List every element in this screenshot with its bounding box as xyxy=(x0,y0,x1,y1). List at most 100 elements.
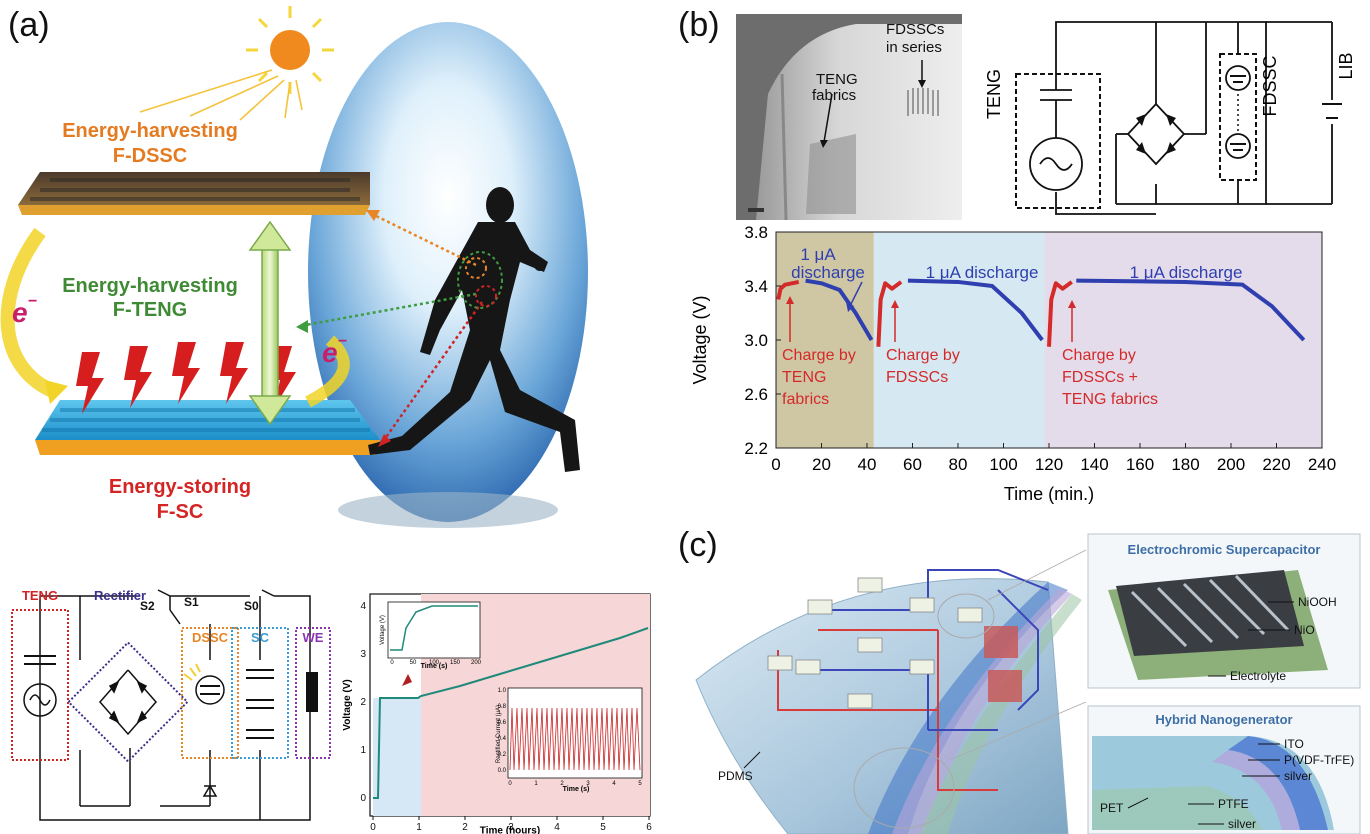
label-silver-1: silver xyxy=(1284,769,1312,783)
photo-label-in-series: in series xyxy=(886,39,942,56)
we-label: WE xyxy=(303,630,324,645)
xtick: 1 xyxy=(416,822,422,833)
label-pdms: PDMS xyxy=(718,769,753,783)
annotation-charge-1b: TENG xyxy=(782,369,826,386)
xtick: 4 xyxy=(554,822,560,833)
chart-ytick-label: 3.4 xyxy=(744,277,768,296)
dssc-box xyxy=(181,627,239,759)
annotation-charge-3b: FDSSCs + xyxy=(1062,369,1138,386)
label-ptfe: PTFE xyxy=(1218,797,1249,811)
s1-label: S1 xyxy=(184,595,199,609)
chart-series-line-2 xyxy=(876,280,903,347)
chart-xtick-label: 80 xyxy=(949,455,968,474)
inset1-xtick: 100 xyxy=(429,660,440,666)
teng-dashed-box xyxy=(1015,73,1101,209)
fsc-title-2: F-SC xyxy=(157,501,204,523)
annotation-charge-3c: TENG fabrics xyxy=(1062,391,1158,408)
label-ito: ITO xyxy=(1284,737,1304,751)
electron-arrow-left xyxy=(0,227,58,399)
inset2-xlabel: Time (s) xyxy=(563,786,590,793)
inset1-xtick: 200 xyxy=(471,660,482,666)
chart-xtick-label: 0 xyxy=(771,455,780,474)
circuit-lib-label: LIB xyxy=(1336,52,1356,79)
sc-label: SC xyxy=(251,630,270,645)
panel-a-plot: 0 1 2 3 4 5 6 0 1 2 3 4 Voltage (V) Time… xyxy=(342,593,652,834)
ytick: 2 xyxy=(360,697,366,708)
inset1-xtick: 150 xyxy=(450,660,461,666)
chart-xtick-label: 220 xyxy=(1262,455,1290,474)
chart-series-line-5 xyxy=(1076,278,1306,342)
label-nio: NiO xyxy=(1294,623,1315,637)
chart-ytick-label: 3.8 xyxy=(744,224,768,242)
annotation-charge-2a: Charge by xyxy=(886,347,960,364)
we-box xyxy=(295,627,331,759)
inset2-ytick: 0.2 xyxy=(498,752,507,758)
panel-a-plot-line xyxy=(373,627,649,799)
label-niooh: NiOOH xyxy=(1298,595,1337,609)
sun-icon xyxy=(139,6,334,121)
nanogenerator-title: Hybrid Nanogenerator xyxy=(1155,712,1292,727)
chart-xtick-label: 20 xyxy=(812,455,831,474)
pdms-substrate xyxy=(695,578,1069,834)
chart-xtick-label: 240 xyxy=(1308,455,1336,474)
inset2-xtick: 4 xyxy=(612,781,616,787)
chart-series-line-4 xyxy=(1047,280,1073,347)
circuit-fdssc-label: FDSSC xyxy=(1260,55,1280,116)
chart-xlabel: Time (min.) xyxy=(1004,484,1094,504)
annotation-charge-1c: fabrics xyxy=(782,391,829,408)
fdssc-dashed-box xyxy=(1219,53,1257,181)
inset2-ytick: 0.6 xyxy=(498,720,507,726)
chart-region-2 xyxy=(1044,232,1322,448)
inset1-xtick: 50 xyxy=(410,660,417,666)
inset2-xtick: 1 xyxy=(534,781,538,787)
photo-label-fabrics: fabrics xyxy=(812,87,856,104)
panel-a-plot-xlabel: Time (hours) xyxy=(480,826,540,834)
s2-label: S2 xyxy=(140,599,155,613)
chart-ytick-label: 2.2 xyxy=(744,439,768,458)
chart-xtick-label: 200 xyxy=(1217,455,1245,474)
inset2-ytick: 0.8 xyxy=(498,704,507,710)
annotation-discharge-3: 1 μA discharge xyxy=(1130,263,1243,282)
panel-a-plot-ylabel: Voltage (V) xyxy=(342,679,353,730)
fdssc-fabric xyxy=(18,172,370,215)
inset2-xtick: 0 xyxy=(508,781,512,787)
label-pet: PET xyxy=(1100,801,1124,815)
annotation-discharge-2: 1 μA discharge xyxy=(926,263,1039,282)
panel-c-letter: (c) xyxy=(678,526,718,564)
fdssc-title-2: F-DSSC xyxy=(113,145,187,167)
chart-series-line-0 xyxy=(776,279,800,300)
annotation-charge-2b: FDSSCs xyxy=(886,369,948,386)
electron-arrow-right xyxy=(305,335,350,408)
xtick: 6 xyxy=(646,822,652,833)
inset1-xtick: 0 xyxy=(390,660,394,666)
teng-box xyxy=(11,609,69,761)
circuit-teng-label: TENG xyxy=(984,69,1004,119)
chart-ytick-label: 2.6 xyxy=(744,385,768,404)
inset2-xtick: 2 xyxy=(560,781,564,787)
chart-ytick-label: 3.0 xyxy=(744,331,768,350)
dssc-label: DSSC xyxy=(192,630,229,645)
rectifier-box xyxy=(67,641,189,763)
fsc-fabric xyxy=(35,400,380,455)
xtick: 5 xyxy=(600,822,606,833)
chart-series-line-1 xyxy=(805,278,874,342)
annotation-discharge-1b: discharge xyxy=(791,263,865,282)
chart-series-line-3 xyxy=(907,278,1044,342)
panel-a-letter: (a) xyxy=(8,6,50,44)
annotation-charge-1a: Charge by xyxy=(782,347,856,364)
teng-label: TENG xyxy=(22,588,58,603)
panel-c-illustration: Electrochromic Supercapacitor NiOOH NiO … xyxy=(695,533,1361,834)
sc-box xyxy=(231,627,289,759)
xtick: 3 xyxy=(508,822,514,833)
annotation-discharge-1a: 1 μA xyxy=(800,245,836,264)
fsc-title-1: Energy-storing xyxy=(109,476,251,498)
photo-label-teng: TENG xyxy=(816,71,858,88)
inset2-ytick: 0.0 xyxy=(498,768,507,774)
chart-region-1 xyxy=(873,232,1045,448)
ytick: 3 xyxy=(360,649,366,660)
panel-a-circuit: TENG Rectifier DSSC SC WE S2 S1 S0 xyxy=(11,588,331,821)
svg-text:−: − xyxy=(338,333,347,350)
ytick: 1 xyxy=(360,745,366,756)
xtick: 2 xyxy=(462,822,468,833)
